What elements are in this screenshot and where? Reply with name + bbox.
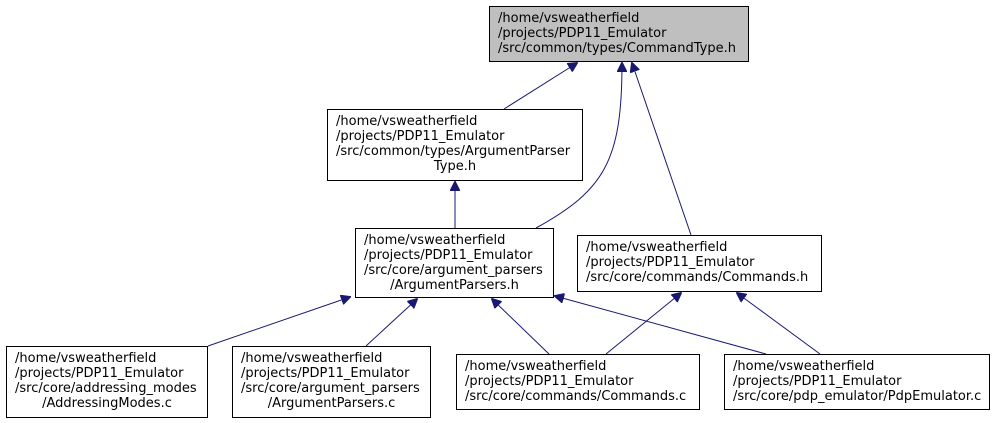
node-line: /src/common/types/ArgumentParser bbox=[336, 144, 571, 159]
node-line: /projects/PDP11_Emulator bbox=[364, 248, 533, 263]
node-line: /home/vsweatherfield bbox=[498, 11, 640, 26]
node-line: /projects/PDP11_Emulator bbox=[465, 374, 634, 389]
node-line: /src/core/pdp_emulator/PdpEmulator.c bbox=[733, 389, 982, 404]
node-line: /home/vsweatherfield bbox=[465, 359, 607, 374]
node-line: /AddressingModes.c bbox=[42, 396, 172, 411]
edge-addressingmodes-c-to-argumentparsers-h bbox=[207, 297, 350, 347]
node-line: /src/core/commands/Commands.h bbox=[586, 270, 809, 285]
edge-commands-c-to-commands-h bbox=[605, 293, 681, 355]
node-addressingmodes-c[interactable]: /home/vsweatherfield /projects/PDP11_Emu… bbox=[6, 346, 208, 418]
node-argumentparsertype-h[interactable]: /home/vsweatherfield /projects/PDP11_Emu… bbox=[327, 109, 583, 181]
node-line: /home/vsweatherfield bbox=[241, 351, 383, 366]
node-line: /src/core/commands/Commands.c bbox=[465, 389, 687, 404]
node-line: /home/vsweatherfield bbox=[15, 351, 157, 366]
node-line: /home/vsweatherfield bbox=[733, 359, 875, 374]
node-line: /src/core/argument_parsers bbox=[241, 381, 420, 396]
node-line: /projects/PDP11_Emulator bbox=[15, 366, 184, 381]
node-argumentparsers-c[interactable]: /home/vsweatherfield /projects/PDP11_Emu… bbox=[232, 346, 431, 418]
node-line: /projects/PDP11_Emulator bbox=[241, 366, 410, 381]
node-line: /src/core/addressing_modes bbox=[15, 381, 197, 396]
edge-commands-c-to-argumentparsers-h bbox=[492, 299, 550, 355]
edge-commands-h-to-commandtype bbox=[632, 63, 692, 236]
node-line: /projects/PDP11_Emulator bbox=[586, 255, 755, 270]
node-line: /ArgumentParsers.h bbox=[390, 278, 519, 293]
node-commands-c[interactable]: /home/vsweatherfield /projects/PDP11_Emu… bbox=[456, 354, 700, 410]
node-commands-h[interactable]: /home/vsweatherfield /projects/PDP11_Emu… bbox=[577, 235, 822, 292]
node-line: Type.h bbox=[433, 159, 477, 174]
node-line: /ArgumentParsers.c bbox=[267, 396, 396, 411]
edge-argumentparsers-h-to-commandtype bbox=[535, 63, 622, 229]
edge-pdpemulator-c-to-argumentparsers-h bbox=[555, 296, 767, 355]
node-line: /projects/PDP11_Emulator bbox=[733, 374, 902, 389]
edge-argumentparsers-c-to-argumentparsers-h bbox=[365, 299, 417, 347]
node-line: /projects/PDP11_Emulator bbox=[498, 26, 667, 41]
node-line: /projects/PDP11_Emulator bbox=[336, 129, 505, 144]
node-line: /home/vsweatherfield bbox=[336, 114, 478, 129]
node-line: /src/core/argument_parsers bbox=[364, 263, 543, 278]
node-line: /home/vsweatherfield bbox=[586, 240, 728, 255]
node-pdpemulator-c[interactable]: /home/vsweatherfield /projects/PDP11_Emu… bbox=[724, 354, 990, 410]
node-argumentparsers-h[interactable]: /home/vsweatherfield /projects/PDP11_Emu… bbox=[355, 228, 554, 298]
edge-argumentparsertype-to-commandtype bbox=[503, 63, 577, 110]
node-line: /home/vsweatherfield bbox=[364, 233, 506, 248]
node-commandtype-h[interactable]: /home/vsweatherfield /projects/PDP11_Emu… bbox=[489, 6, 749, 62]
edge-pdpemulator-c-to-commands-h bbox=[737, 293, 821, 355]
node-line: /src/common/types/CommandType.h bbox=[498, 41, 736, 56]
